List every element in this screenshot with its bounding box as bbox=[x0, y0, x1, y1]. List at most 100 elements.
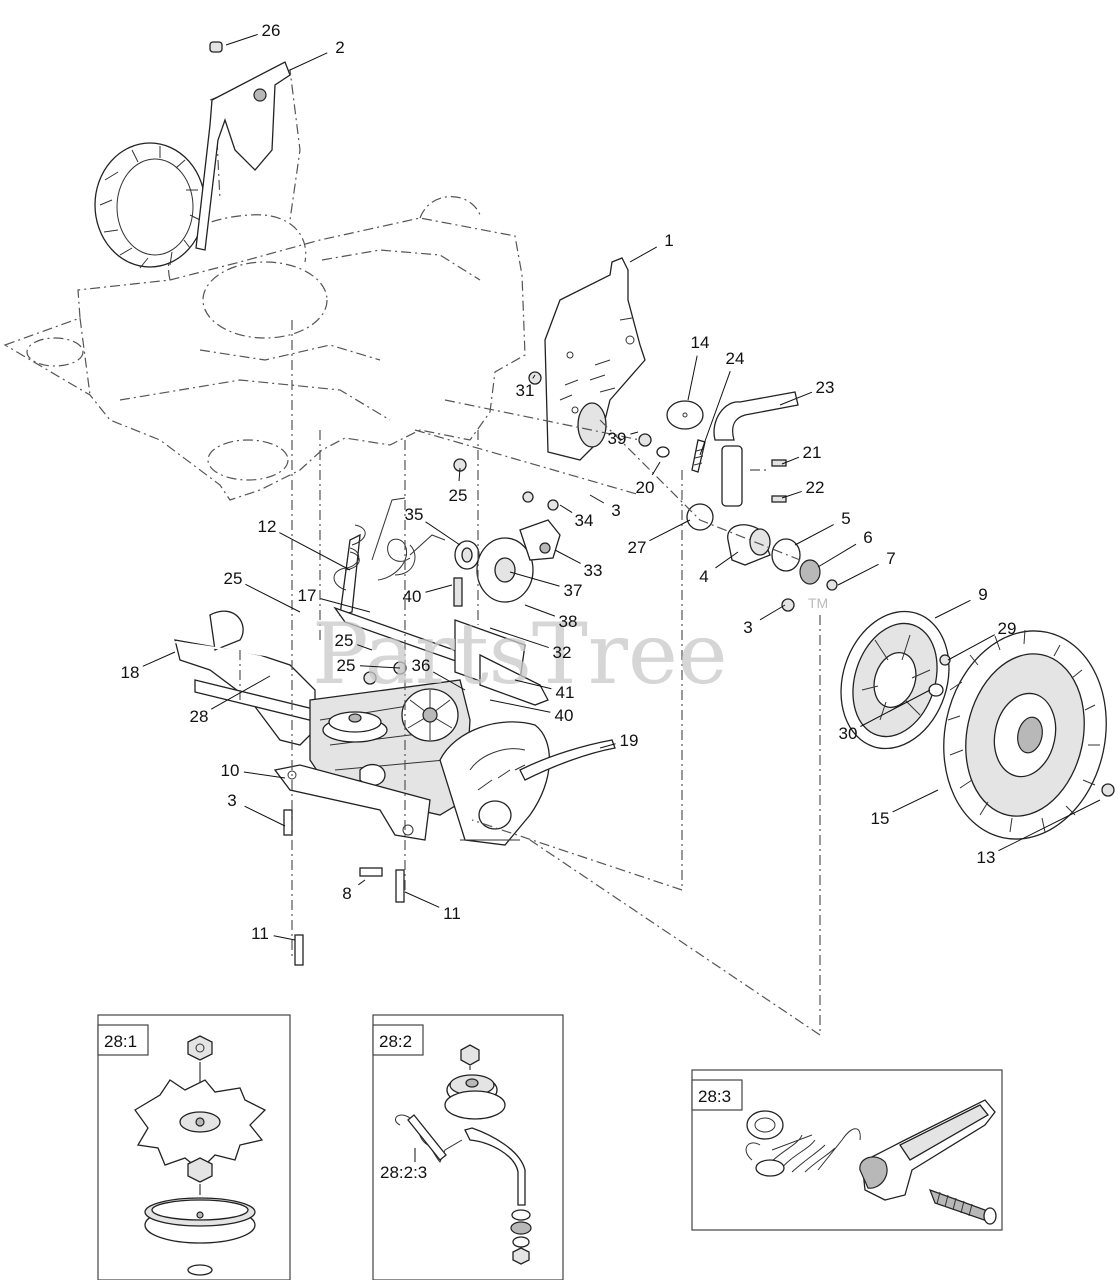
leader-line-11 bbox=[404, 891, 440, 908]
leader-line-38 bbox=[524, 604, 556, 617]
clip-7 bbox=[826, 579, 838, 591]
leader-line-15 bbox=[892, 789, 939, 813]
callout-41: 41 bbox=[556, 683, 575, 702]
gear-plate bbox=[439, 721, 616, 846]
bolt-29 bbox=[939, 654, 951, 666]
callout-3: 3 bbox=[611, 501, 620, 520]
inset-28-2-sub-label: 28:2:3 bbox=[380, 1163, 427, 1182]
spring-24 bbox=[691, 439, 706, 473]
leader-line-41 bbox=[514, 679, 552, 690]
handle-bracket-left bbox=[195, 41, 291, 251]
callout-22: 22 bbox=[806, 478, 825, 497]
watermark-tm: TM bbox=[808, 595, 828, 611]
callout-37: 37 bbox=[564, 581, 583, 600]
leader-line-40 bbox=[489, 699, 551, 713]
callout-5: 5 bbox=[841, 509, 850, 528]
callout-35: 35 bbox=[405, 505, 424, 524]
callout-3: 3 bbox=[227, 791, 236, 810]
callout-33: 33 bbox=[584, 561, 603, 580]
upper-right-hardware bbox=[453, 371, 799, 507]
callout-3: 3 bbox=[743, 618, 752, 637]
leader-line-33 bbox=[554, 549, 581, 564]
leader-line-36 bbox=[432, 671, 466, 691]
nut-39 bbox=[638, 433, 652, 447]
inset-28-2: 28:2 28:2:3 bbox=[372, 1014, 564, 1280]
bolt-3 bbox=[781, 598, 795, 612]
leader-line-9 bbox=[934, 599, 971, 619]
handle-pin-23 bbox=[713, 391, 799, 441]
callout-19: 19 bbox=[620, 731, 639, 750]
bolt-21 bbox=[771, 459, 787, 467]
callout-18: 18 bbox=[121, 663, 140, 682]
leader-line-14 bbox=[687, 355, 698, 401]
callout-leaders bbox=[142, 33, 1101, 941]
alignment-lines bbox=[239, 320, 821, 1037]
leader-line-32 bbox=[489, 627, 549, 649]
callout-17: 17 bbox=[298, 586, 317, 605]
callout-40: 40 bbox=[555, 706, 574, 725]
callout-25: 25 bbox=[224, 569, 243, 588]
leader-line-35 bbox=[425, 521, 461, 546]
callout-30: 30 bbox=[839, 724, 858, 743]
callout-9: 9 bbox=[978, 585, 987, 604]
bottom-bracket bbox=[273, 764, 431, 966]
callout-25: 25 bbox=[335, 631, 354, 650]
bolt-22 bbox=[771, 495, 787, 503]
callout-11: 11 bbox=[443, 904, 461, 923]
callout-26: 26 bbox=[262, 21, 281, 40]
leader-line-24 bbox=[699, 370, 731, 456]
callout-31: 31 bbox=[516, 381, 535, 400]
callout-2: 2 bbox=[335, 38, 344, 57]
cable-19 bbox=[519, 739, 616, 781]
leader-line-6 bbox=[817, 543, 857, 568]
leader-line-5 bbox=[794, 524, 834, 546]
callout-20: 20 bbox=[636, 478, 655, 497]
gear-6 bbox=[799, 559, 821, 585]
pin-26 bbox=[209, 41, 223, 53]
bolt-11a bbox=[395, 869, 405, 903]
callout-23: 23 bbox=[816, 378, 835, 397]
leader-line-37 bbox=[509, 571, 560, 587]
bolt-31 bbox=[528, 371, 542, 385]
washer-27 bbox=[686, 503, 714, 531]
leader-line-3 bbox=[759, 604, 786, 621]
washer-20 bbox=[656, 446, 670, 458]
leader-line-40 bbox=[425, 584, 453, 593]
bracket-22 bbox=[721, 445, 743, 507]
inset-28-3: 28:3 bbox=[691, 1069, 1003, 1231]
inset-28-1-label: 28:1 bbox=[104, 1032, 137, 1051]
inset-28-1: 28:1 bbox=[97, 1014, 291, 1280]
hubcap bbox=[840, 610, 951, 750]
idler-assembly bbox=[453, 491, 561, 706]
leader-line-21 bbox=[781, 456, 800, 465]
leader-line-25 bbox=[357, 644, 373, 651]
callout-11: 11 bbox=[251, 924, 269, 943]
leader-line-13 bbox=[998, 799, 1101, 852]
leader-line-12 bbox=[279, 532, 351, 571]
inset-28-2-label: 28:2 bbox=[379, 1032, 412, 1051]
rear-wheel bbox=[94, 142, 206, 269]
callout-38: 38 bbox=[559, 612, 578, 631]
leader-line-3 bbox=[589, 494, 605, 504]
callout-39: 39 bbox=[608, 429, 627, 448]
leader-line-2 bbox=[289, 52, 328, 71]
watermark: PartsTree bbox=[312, 605, 727, 703]
leader-line-31 bbox=[532, 374, 536, 379]
leader-line-26 bbox=[225, 33, 258, 46]
callout-25: 25 bbox=[449, 486, 468, 505]
leader-line-10 bbox=[243, 771, 286, 779]
bolt-3b bbox=[283, 809, 293, 836]
callout-24: 24 bbox=[726, 349, 745, 368]
callout-10: 10 bbox=[221, 761, 240, 780]
callout-14: 14 bbox=[691, 333, 710, 352]
side-plate bbox=[544, 257, 646, 461]
leader-line-1 bbox=[629, 246, 658, 263]
callout-6: 6 bbox=[863, 528, 872, 547]
leader-line-25 bbox=[458, 467, 461, 482]
pin-40 bbox=[453, 577, 463, 607]
callout-36: 36 bbox=[412, 656, 431, 675]
callout-12: 12 bbox=[258, 517, 277, 536]
front-wheel bbox=[943, 629, 1115, 840]
leader-line-22 bbox=[781, 490, 802, 499]
